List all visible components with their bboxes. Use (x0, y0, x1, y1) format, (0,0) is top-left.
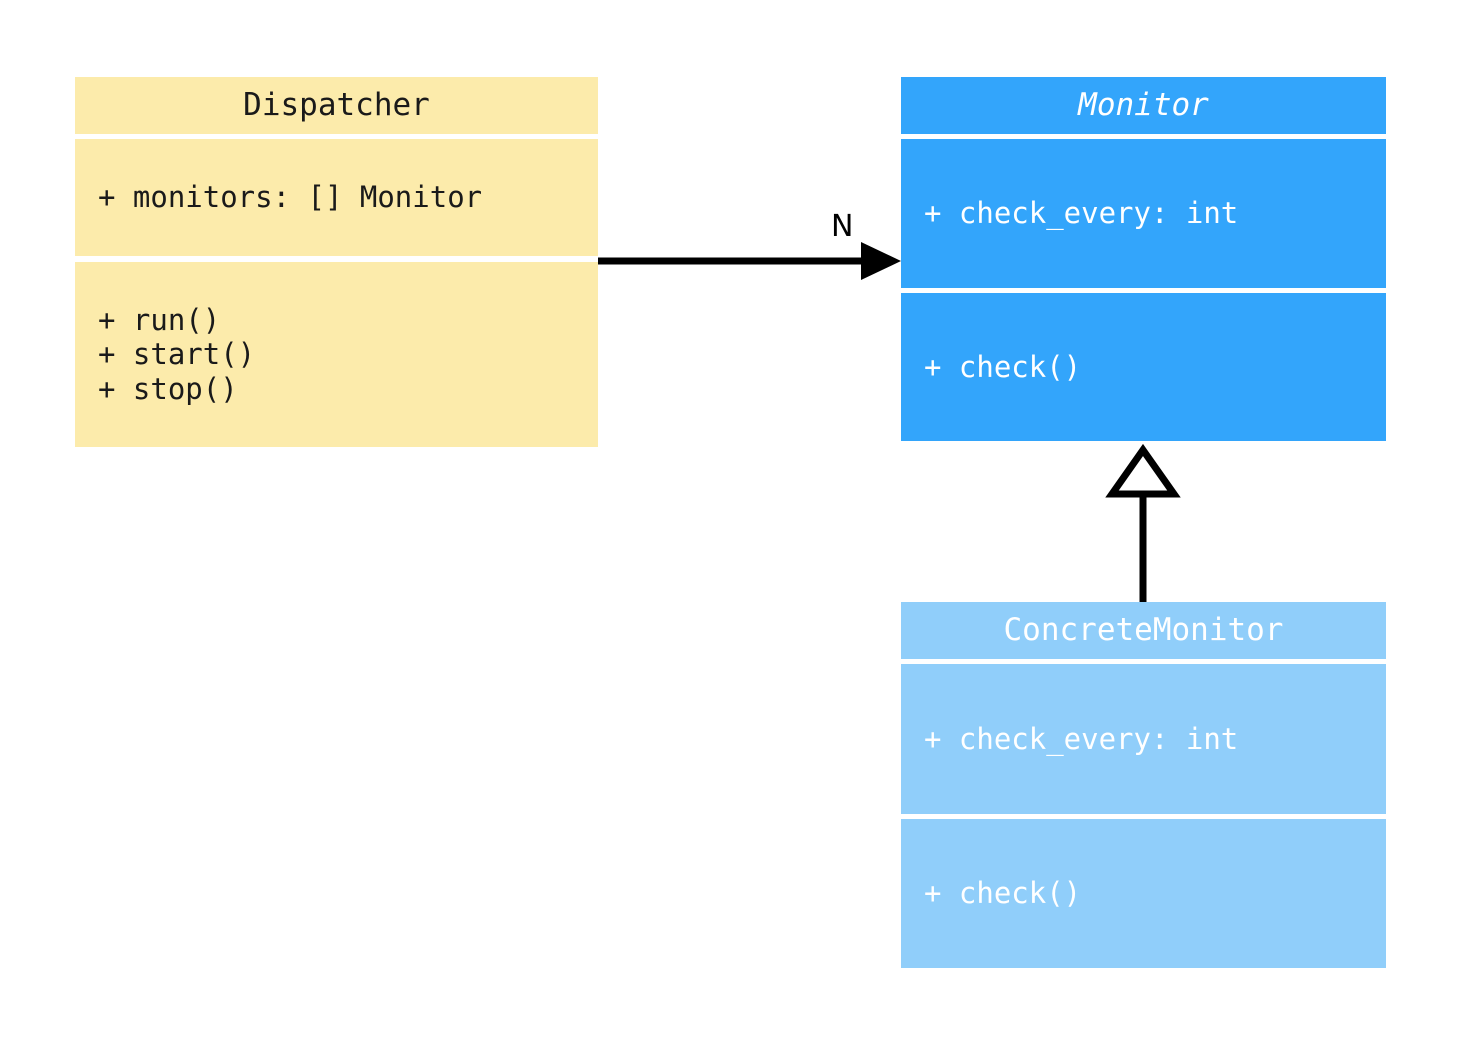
class-box-monitor[interactable]: Monitor + check_every: int + check() (901, 77, 1386, 441)
attribute-row: + check_every: int (924, 196, 1239, 231)
association-edge-dispatcher-monitor (598, 242, 901, 280)
class-attributes-compartment-monitor: + check_every: int (901, 139, 1386, 288)
class-name-concrete-monitor: ConcreteMonitor (1003, 612, 1284, 648)
attribute-row: + check_every: int (924, 721, 1239, 756)
association-arrowhead-filled-triangle (861, 242, 901, 280)
class-attributes-compartment-dispatcher: + monitors: [] Monitor (75, 139, 598, 256)
method-row: + check() (924, 349, 1082, 384)
generalization-edge-concrete-monitor-monitor (1105, 443, 1181, 602)
class-box-concrete-monitor[interactable]: ConcreteMonitor + check_every: int + che… (901, 602, 1386, 968)
generalization-arrowhead-hollow-triangle (1105, 443, 1181, 498)
method-row: + run() (98, 303, 221, 338)
method-row: + start() (98, 337, 256, 372)
class-methods-compartment-concrete-monitor: + check() (901, 819, 1386, 968)
association-multiplicity-label: N (831, 209, 854, 244)
method-row: + check() (924, 876, 1082, 911)
attribute-row: + monitors: [] Monitor (98, 180, 483, 215)
class-title-compartment-dispatcher: Dispatcher (75, 77, 598, 134)
method-row: + stop() (98, 371, 238, 406)
class-title-compartment-monitor: Monitor (901, 77, 1386, 134)
class-methods-compartment-dispatcher: + run() + start() + stop() (75, 262, 598, 447)
class-name-dispatcher: Dispatcher (243, 87, 430, 123)
class-name-monitor: Monitor (1078, 87, 1209, 123)
class-title-compartment-concrete-monitor: ConcreteMonitor (901, 602, 1386, 659)
class-attributes-compartment-concrete-monitor: + check_every: int (901, 664, 1386, 814)
class-methods-compartment-monitor: + check() (901, 293, 1386, 441)
class-box-dispatcher[interactable]: Dispatcher + monitors: [] Monitor + run(… (75, 77, 598, 447)
